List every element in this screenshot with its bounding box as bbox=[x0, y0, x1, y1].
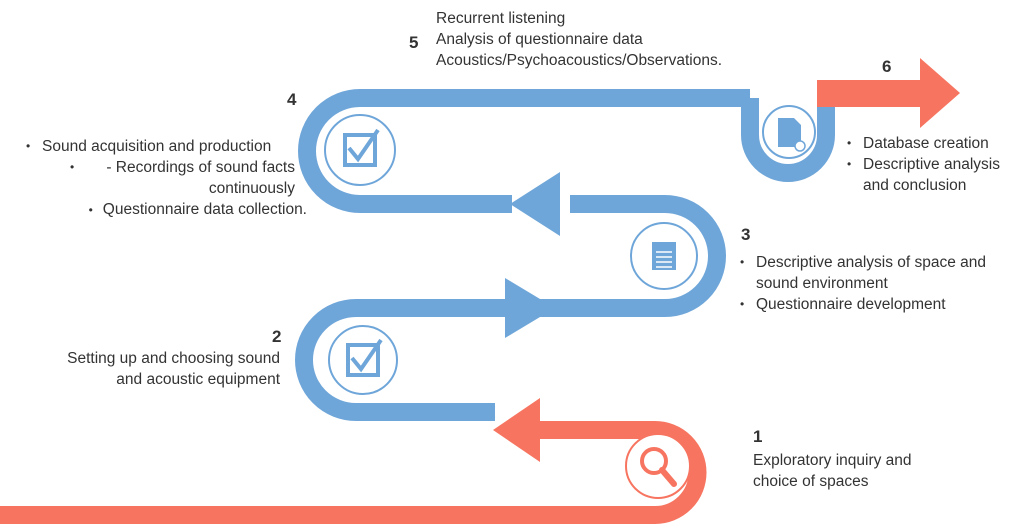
step-2-label: Setting up and choosing sound and acoust… bbox=[67, 350, 280, 388]
checkbox-icon bbox=[328, 325, 398, 395]
blue-path-upper bbox=[298, 89, 750, 213]
blue-path-lower bbox=[295, 299, 520, 421]
step-1-number: 1 bbox=[753, 427, 763, 446]
blue-arrowhead-left-middle bbox=[510, 172, 560, 236]
step-2-number: 2 bbox=[272, 327, 282, 346]
step-6-number: 6 bbox=[882, 57, 892, 76]
step-6-label: Database creation Descriptive analysis a… bbox=[843, 133, 1023, 196]
list-item: Database creation bbox=[843, 133, 1023, 154]
coral-path-bottom bbox=[0, 421, 707, 524]
step-3-label: Descriptive analysis of space and sound … bbox=[736, 252, 1021, 315]
magnifier-icon bbox=[625, 433, 691, 499]
list-item: Descriptive analysis of space and sound … bbox=[736, 252, 1021, 294]
step-5-number: 5 bbox=[409, 33, 419, 52]
coral-final-arrowhead bbox=[920, 58, 960, 128]
checkbox-icon bbox=[324, 114, 396, 186]
list-item: •Sound acquisition and production bbox=[26, 138, 272, 155]
blue-path-u bbox=[741, 98, 835, 182]
list-item: •Questionnaire data collection. bbox=[88, 201, 307, 218]
step-4-number: 4 bbox=[287, 90, 297, 109]
list-item: Questionnaire development bbox=[736, 294, 1021, 315]
blue-path-middle bbox=[520, 195, 726, 317]
coral-final-shaft bbox=[817, 80, 922, 107]
blue-arrowhead-right-lower bbox=[505, 278, 555, 338]
document-icon bbox=[762, 105, 816, 159]
list-item: •- Recordings of sound facts continuousl… bbox=[70, 159, 295, 197]
step-5-label: Recurrent listening Analysis of question… bbox=[436, 10, 723, 69]
list-item: Descriptive analysis and conclusion bbox=[843, 154, 1023, 196]
step-1-label: Exploratory inquiry and choice of spaces bbox=[753, 452, 912, 490]
coral-arrowhead-left bbox=[493, 398, 540, 462]
step-3-number: 3 bbox=[741, 225, 751, 244]
step-4-label: •Sound acquisition and production •- Rec… bbox=[22, 136, 307, 221]
notepad-icon bbox=[630, 222, 698, 290]
